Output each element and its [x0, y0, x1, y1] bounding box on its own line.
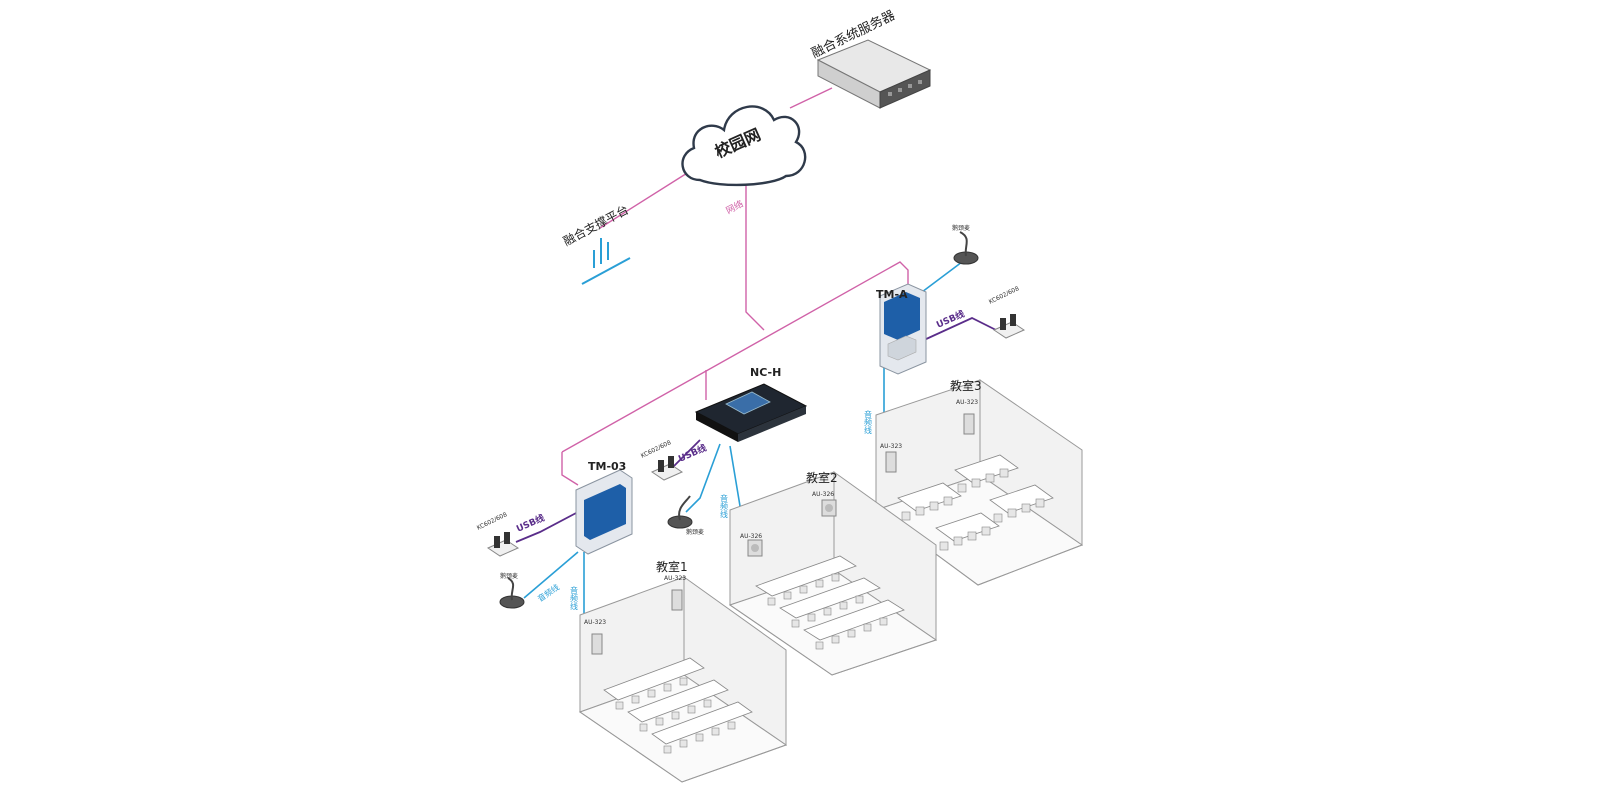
usb-line-nch [671, 439, 701, 469]
au-323-label: AU-323 [880, 443, 902, 450]
tm-03-device: TM-03 [575, 460, 633, 555]
kc-device-tm03: KC602/608 [476, 511, 520, 557]
network-lines [561, 87, 909, 486]
usb-line-tm03 [515, 511, 579, 543]
audio-line-tm03-mic [523, 551, 579, 599]
fusion-server: 融合系统服务器 [809, 7, 932, 109]
au-323-label: AU-323 [664, 575, 686, 582]
au-323-speaker-room1a: AU-323 [584, 619, 606, 655]
audio-line-nch-mic [685, 443, 721, 513]
classroom-1: AU-323 AU-323 教室1 [578, 559, 788, 783]
network-line-server [789, 87, 833, 109]
au-326-label: AU-326 [812, 491, 834, 498]
mic-label: 鹅颈麦 [952, 224, 970, 232]
mic-label: 鹅颈麦 [686, 528, 704, 536]
network-line-backbone [745, 180, 765, 331]
svg-text:音频线: 音频线 [570, 585, 579, 610]
room1-furniture [603, 657, 753, 754]
kc-label: KC602/608 [988, 285, 1021, 306]
kc-device-tma: KC602/608 [988, 285, 1026, 339]
au-323-speaker-room3b: AU-323 [956, 399, 978, 435]
audio-line-tma-mic [921, 261, 963, 293]
room1-label: 教室1 [656, 559, 688, 574]
au-326-speaker-room2a: AU-326 [740, 533, 763, 557]
audio-link-label-tma: 音频线 [864, 409, 873, 434]
tm-a-device: TM-A [876, 283, 927, 375]
cloud-icon [681, 105, 807, 187]
fusion-platform: 融合支撑平台 [560, 202, 631, 285]
gooseneck-mic-nch: 鹅颈麦 [667, 495, 704, 536]
kc-label: KC602/608 [640, 439, 673, 460]
au-326-label: AU-326 [740, 533, 762, 540]
room3-furniture [897, 454, 1054, 551]
room3-label: 教室3 [950, 378, 982, 393]
platform-label: 融合支撑平台 [560, 202, 631, 249]
mic-label: 鹅颈麦 [500, 572, 518, 580]
platform-bars-icon [581, 238, 631, 285]
au-323-label: AU-323 [956, 399, 978, 406]
network-link-label: 网络 [724, 198, 746, 217]
usb-line-tma [923, 317, 997, 341]
campus-network-cloud: 校园网 [681, 105, 807, 187]
au-323-speaker-room3a: AU-323 [880, 443, 902, 473]
au-326-speaker-room2b: AU-326 [812, 491, 837, 517]
svg-text:音频线: 音频线 [864, 409, 873, 434]
nc-h-device: NC-H [694, 366, 808, 442]
svg-text:音频线: 音频线 [720, 493, 729, 518]
classroom-3: AU-323 AU-323 教室3 [874, 378, 1084, 586]
classroom-2: AU-326 AU-326 教室2 [728, 470, 938, 676]
kc-device-nch: KC602/608 [640, 439, 684, 481]
audio-link-label-tm03: 音频线 [570, 585, 579, 610]
network-line-bus [561, 261, 909, 486]
room2-label: 教室2 [806, 470, 838, 485]
audio-link-label-nch: 音频线 [720, 493, 729, 518]
tm-a-label: TM-A [876, 288, 908, 301]
gooseneck-mic-tma: 鹅颈麦 [952, 224, 979, 265]
usb-lines [515, 317, 997, 543]
kc-label: KC602/608 [476, 511, 509, 532]
gooseneck-mic-tm03: 鹅颈麦 [499, 572, 525, 609]
usb-link-label-nch: USB线 [676, 442, 708, 465]
room2-furniture [755, 555, 905, 650]
au-323-label: AU-323 [584, 619, 606, 626]
network-line-platform [599, 169, 693, 229]
tm-03-label: TM-03 [588, 460, 626, 473]
nc-h-label: NC-H [750, 366, 781, 379]
au-323-speaker-room1b: AU-323 [664, 575, 686, 611]
